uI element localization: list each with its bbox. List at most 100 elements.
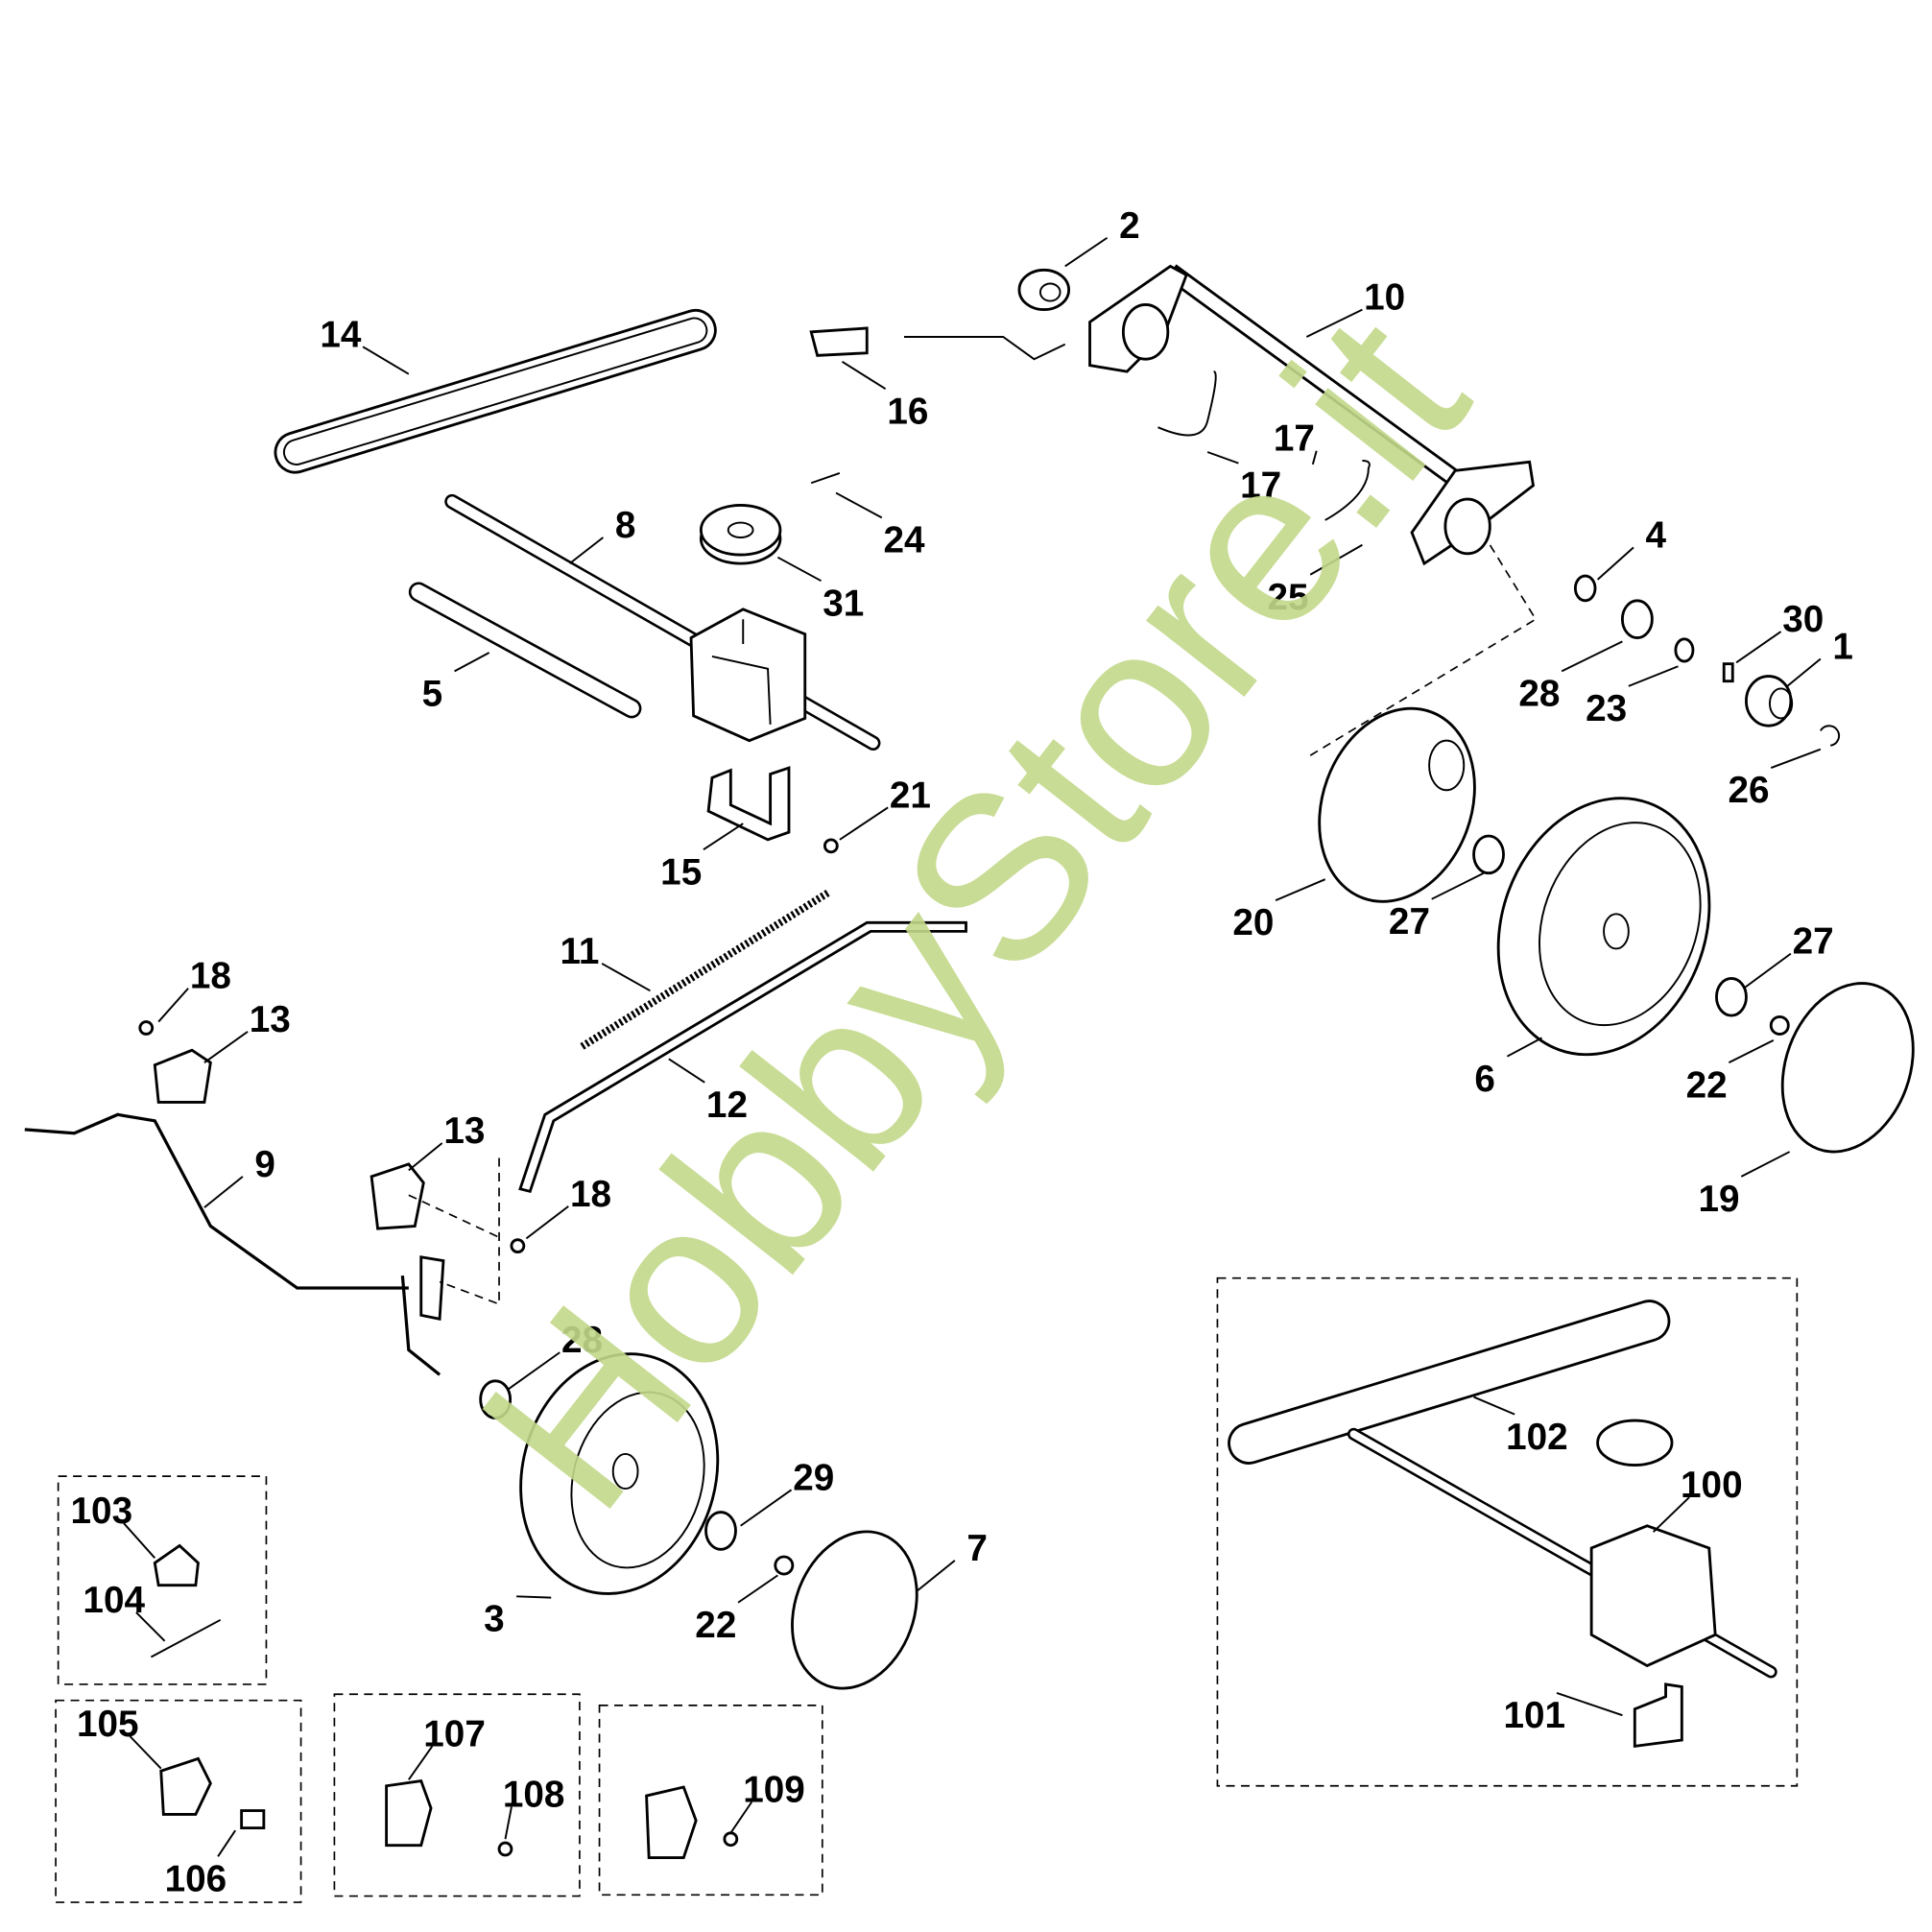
leader-line	[668, 1058, 705, 1084]
leader-line	[601, 963, 651, 992]
grip-16	[809, 326, 869, 357]
callout-11: 11	[560, 931, 599, 972]
callout-3: 3	[484, 1598, 505, 1639]
kit-box-109	[598, 1705, 823, 1896]
callout-20: 20	[1232, 902, 1274, 943]
callout-28: 28	[1518, 674, 1560, 715]
leader-line	[203, 1031, 249, 1063]
callout-19: 19	[1699, 1179, 1740, 1220]
leader-line	[1735, 631, 1782, 664]
callout-107: 107	[423, 1713, 486, 1754]
callout-21: 21	[890, 775, 931, 816]
rear-wheel-6	[1496, 797, 1711, 1057]
leader-line	[1305, 308, 1363, 338]
callout-104: 104	[83, 1580, 145, 1621]
leader-line	[362, 346, 410, 375]
callout-105: 105	[77, 1704, 139, 1745]
callout-17: 17	[1240, 465, 1281, 507]
leader-line	[1740, 1151, 1791, 1178]
callout-108: 108	[503, 1775, 565, 1816]
watermark: HobbyStore.it	[430, 270, 1515, 1555]
leader-line	[729, 1801, 753, 1834]
callout-106: 106	[165, 1858, 227, 1899]
callout-103: 103	[71, 1491, 133, 1532]
callout-7: 7	[966, 1528, 988, 1569]
leader-line	[916, 1560, 956, 1592]
callout-2: 2	[1119, 205, 1140, 247]
leader-line	[123, 1522, 156, 1559]
leader-line	[1596, 546, 1634, 581]
leader-line	[507, 1351, 561, 1391]
leader-line	[839, 806, 889, 841]
leader-line	[740, 1489, 793, 1527]
pulley-31	[699, 504, 782, 565]
front-axle-9	[24, 1112, 441, 1376]
leader-line	[1628, 665, 1679, 687]
leader-line	[1309, 543, 1363, 576]
leader-line	[568, 537, 605, 564]
callout-15: 15	[660, 851, 702, 893]
leader-line	[525, 1205, 569, 1240]
bracket-13	[153, 1048, 212, 1104]
leader-line	[1506, 1037, 1542, 1058]
callout-9: 9	[254, 1144, 275, 1185]
leader-line	[1743, 952, 1792, 990]
leader-line	[1652, 1496, 1690, 1533]
callout-24: 24	[883, 520, 925, 561]
rod-12	[518, 920, 967, 1194]
leader-line	[1770, 748, 1822, 769]
leader-line	[1275, 878, 1326, 902]
callout-18: 18	[190, 956, 231, 997]
callout-22: 22	[695, 1605, 736, 1646]
leader-line	[157, 988, 189, 1023]
callout-6: 6	[1474, 1059, 1495, 1100]
callout-14: 14	[320, 314, 362, 355]
leader-line	[703, 823, 744, 851]
leader-line	[1785, 657, 1822, 688]
leader-line	[217, 1829, 236, 1857]
leader-line	[776, 556, 822, 583]
callout-27: 27	[1793, 921, 1834, 963]
leader-line	[1311, 450, 1318, 465]
leader-line	[1064, 236, 1109, 268]
leader-line	[1561, 640, 1623, 673]
spring-11	[580, 888, 832, 1050]
leader-line	[835, 491, 883, 519]
callout-1: 1	[1832, 626, 1853, 667]
callout-28: 28	[561, 1320, 603, 1361]
leader-line	[129, 1735, 162, 1770]
leader-line	[408, 1745, 434, 1780]
gearbox	[689, 608, 807, 743]
callout-31: 31	[823, 583, 864, 624]
leader-line	[1206, 451, 1239, 465]
callout-13: 13	[443, 1110, 485, 1152]
callout-23: 23	[1586, 688, 1627, 729]
callout-5: 5	[422, 674, 443, 715]
callout-12: 12	[706, 1085, 748, 1126]
leader-line	[504, 1806, 513, 1840]
callout-26: 26	[1728, 770, 1769, 811]
leader-line	[737, 1574, 778, 1604]
pinion-2	[1017, 268, 1071, 312]
callout-27: 27	[1389, 901, 1430, 942]
callout-101: 101	[1503, 1695, 1565, 1736]
callout-102: 102	[1506, 1417, 1568, 1458]
wheel-cover-20	[1318, 706, 1476, 903]
kit-box-103-104	[57, 1475, 268, 1685]
leader-line	[203, 1176, 244, 1208]
kit-box-gearbox	[1216, 1276, 1799, 1787]
callout-4: 4	[1645, 514, 1666, 556]
callout-30: 30	[1782, 599, 1824, 640]
callout-25: 25	[1267, 577, 1308, 618]
leader-line	[1473, 1395, 1515, 1416]
leader-line	[1728, 1039, 1775, 1064]
drive-belt-14	[274, 308, 717, 474]
leader-line	[1556, 1692, 1623, 1717]
callout-8: 8	[615, 505, 636, 546]
leader-line	[841, 360, 887, 391]
callout-100: 100	[1681, 1465, 1743, 1506]
spring-17	[1157, 370, 1217, 437]
